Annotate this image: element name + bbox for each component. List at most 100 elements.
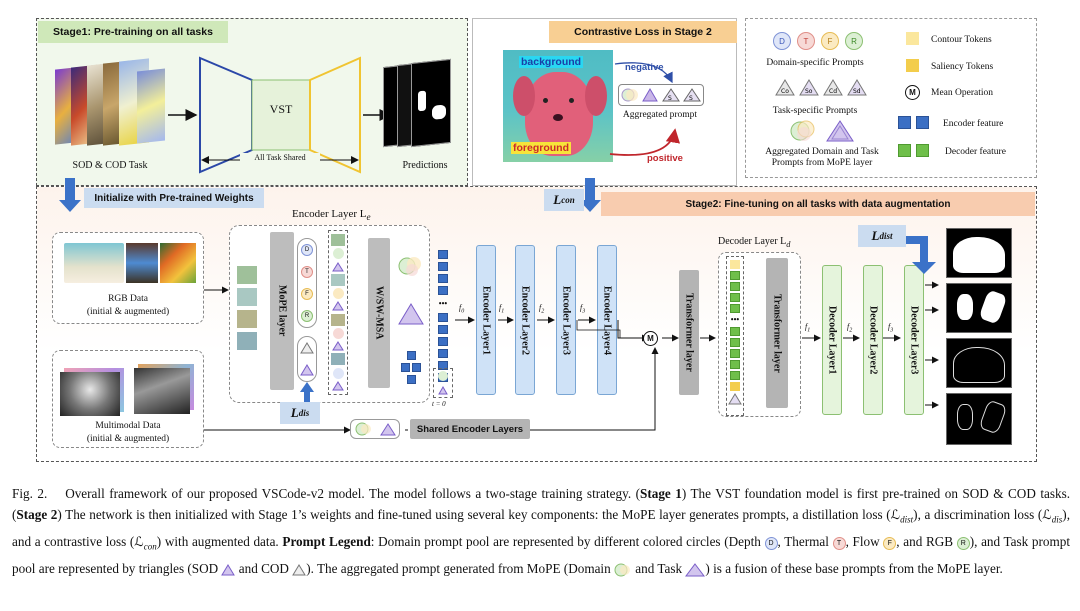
stage1-input-caption: SOD & COD Task [72, 160, 148, 171]
prompt-token-column [328, 230, 348, 395]
encoder-layer-1: Encoder Layer1 [476, 245, 496, 395]
rgb-caption-2: (initial & augmented) [86, 307, 170, 317]
enc-feat-1: f1 [499, 303, 505, 315]
legend-panel [745, 18, 1037, 178]
init-arrows [59, 178, 601, 212]
wsw-msa-block: W/SW-MSA [368, 238, 390, 388]
saliency-tokens-label: Saliency Tokens [931, 62, 994, 72]
shared-prompt-box [350, 419, 400, 439]
contour-tokens-label: Contour Tokens [931, 35, 992, 45]
encoder-layer-2: Encoder Layer2 [515, 245, 535, 395]
t0-label: t = 0 [432, 400, 446, 408]
multimodal-images [58, 362, 198, 417]
dog-image [503, 50, 613, 162]
transformer-layer-1: Transformer layer [679, 270, 699, 395]
domain-prompts-label: Domain-specific Prompts [766, 58, 864, 68]
mm-caption-2: (initial & augmented) [86, 434, 170, 444]
encoder-token-column: ••• [438, 250, 448, 382]
cod-inline-icon [292, 564, 307, 576]
svg-text:Sd: Sd [853, 88, 861, 95]
stage2-arrows [204, 281, 939, 434]
rgb-images [64, 243, 196, 283]
aggregated-prompt-box: S S [618, 84, 704, 106]
task-co-icon: Co [781, 88, 789, 95]
dec-feat-1: f1 [805, 322, 811, 334]
aggregated-prompt-icons [790, 120, 854, 142]
task-prompt-triangles: Co So Cd Sd [775, 79, 867, 96]
output-mask-2 [946, 283, 1012, 333]
ldis-arrow [300, 382, 314, 406]
contrastive-arrows [609, 62, 681, 156]
shared-encoder-layers: Shared Encoder Layers [410, 419, 530, 439]
decoder-layer-1: Decoder Layer1 [822, 265, 842, 415]
domain-prompt-circles: D T F R [773, 32, 863, 50]
saliency-token-icon [906, 59, 919, 72]
t0-box [433, 368, 453, 398]
decoder-layer-ld-title: Decoder Layer Ld [718, 236, 791, 249]
stage2-title: Stage2: Fine-tuning on all tasks with da… [601, 192, 1035, 216]
output-mask-4 [946, 393, 1012, 445]
thermal-prompt-icon: T [797, 32, 815, 50]
rgb-caption-1: RGB Data [108, 294, 148, 304]
prompt-pool: D T F R [297, 238, 317, 328]
output-mask-1 [946, 228, 1012, 278]
dec-feat-2: f2 [847, 322, 853, 334]
decoder-feature-icon [898, 144, 929, 157]
depth-inline-icon: D [764, 536, 778, 550]
output-mask-3 [946, 338, 1012, 388]
mope-layer: MoPE layer [270, 232, 294, 390]
encoder-layer-le-title: Encoder Layer Le [292, 208, 371, 223]
background-label: background [519, 56, 584, 68]
ldist-arrow [906, 236, 936, 274]
ellipsis-2: ••• [730, 315, 740, 324]
encoder-layer-4: Encoder Layer4 [597, 245, 617, 395]
transformer-layer-2: Transformer layer [766, 258, 788, 408]
task-agg-inline-icon [685, 563, 706, 577]
thermal-inline-icon: T [832, 536, 846, 550]
init-weights-label: Initialize with Pre-trained Weights [84, 188, 264, 208]
domain-agg-inline-icon [614, 563, 630, 577]
flow-inline-icon: F [883, 536, 897, 550]
msa-output-prompts [398, 255, 424, 384]
enc-feat-0: f0 [459, 303, 465, 315]
ellipsis-1: ••• [438, 299, 448, 308]
svg-text:S: S [668, 95, 672, 102]
sod-inline-icon [221, 564, 236, 576]
stage1-input-images [55, 58, 165, 155]
flow-prompt-icon: F [821, 32, 839, 50]
patch-stack [237, 266, 257, 350]
stage1-title: Stage1: Pre-training on all tasks [38, 21, 228, 43]
decoder-token-column: ••• [726, 256, 744, 416]
mm-caption-1: Multimodal Data [95, 421, 161, 431]
dec-feat-3: f3 [888, 322, 894, 334]
negative-label: negative [625, 62, 664, 73]
svg-text:S: S [689, 95, 693, 102]
encoder-layer-3: Encoder Layer3 [556, 245, 576, 395]
foreground-label: foreground [511, 142, 571, 154]
vst-label: VST [269, 102, 293, 116]
encoder-layer-le-panel [229, 225, 430, 403]
svg-text:Cd: Cd [829, 88, 837, 95]
shared-label: All Task Shared [240, 153, 320, 162]
task-prompts-label: Task-specific Prompts [772, 106, 858, 116]
encoder-feature-icon [898, 116, 929, 129]
rgb-inline-icon: R [956, 536, 970, 550]
encoder-feature-label: Encoder feature [943, 119, 1004, 129]
contour-token-icon [906, 32, 919, 45]
aggregated-prompt-label: Aggregated prompt [622, 110, 698, 120]
mean-operation-label: Mean Operation [931, 88, 993, 98]
decoder-layer-2: Decoder Layer2 [863, 265, 883, 415]
decoder-layer-3: Decoder Layer3 [904, 265, 924, 415]
svg-text:So: So [805, 88, 813, 95]
depth-prompt-icon: D [773, 32, 791, 50]
aggregated-legend-label: Aggregated Domain and Task Prompts from … [765, 147, 879, 168]
enc-feat-3: f3 [580, 303, 586, 315]
stage2-panel [36, 186, 1037, 462]
stage1-predictions [383, 55, 463, 155]
decoder-feature-label: Decoder feature [945, 147, 1006, 157]
predictions-label: Predictions [402, 160, 448, 171]
mean-operation-icon: M [905, 85, 920, 100]
